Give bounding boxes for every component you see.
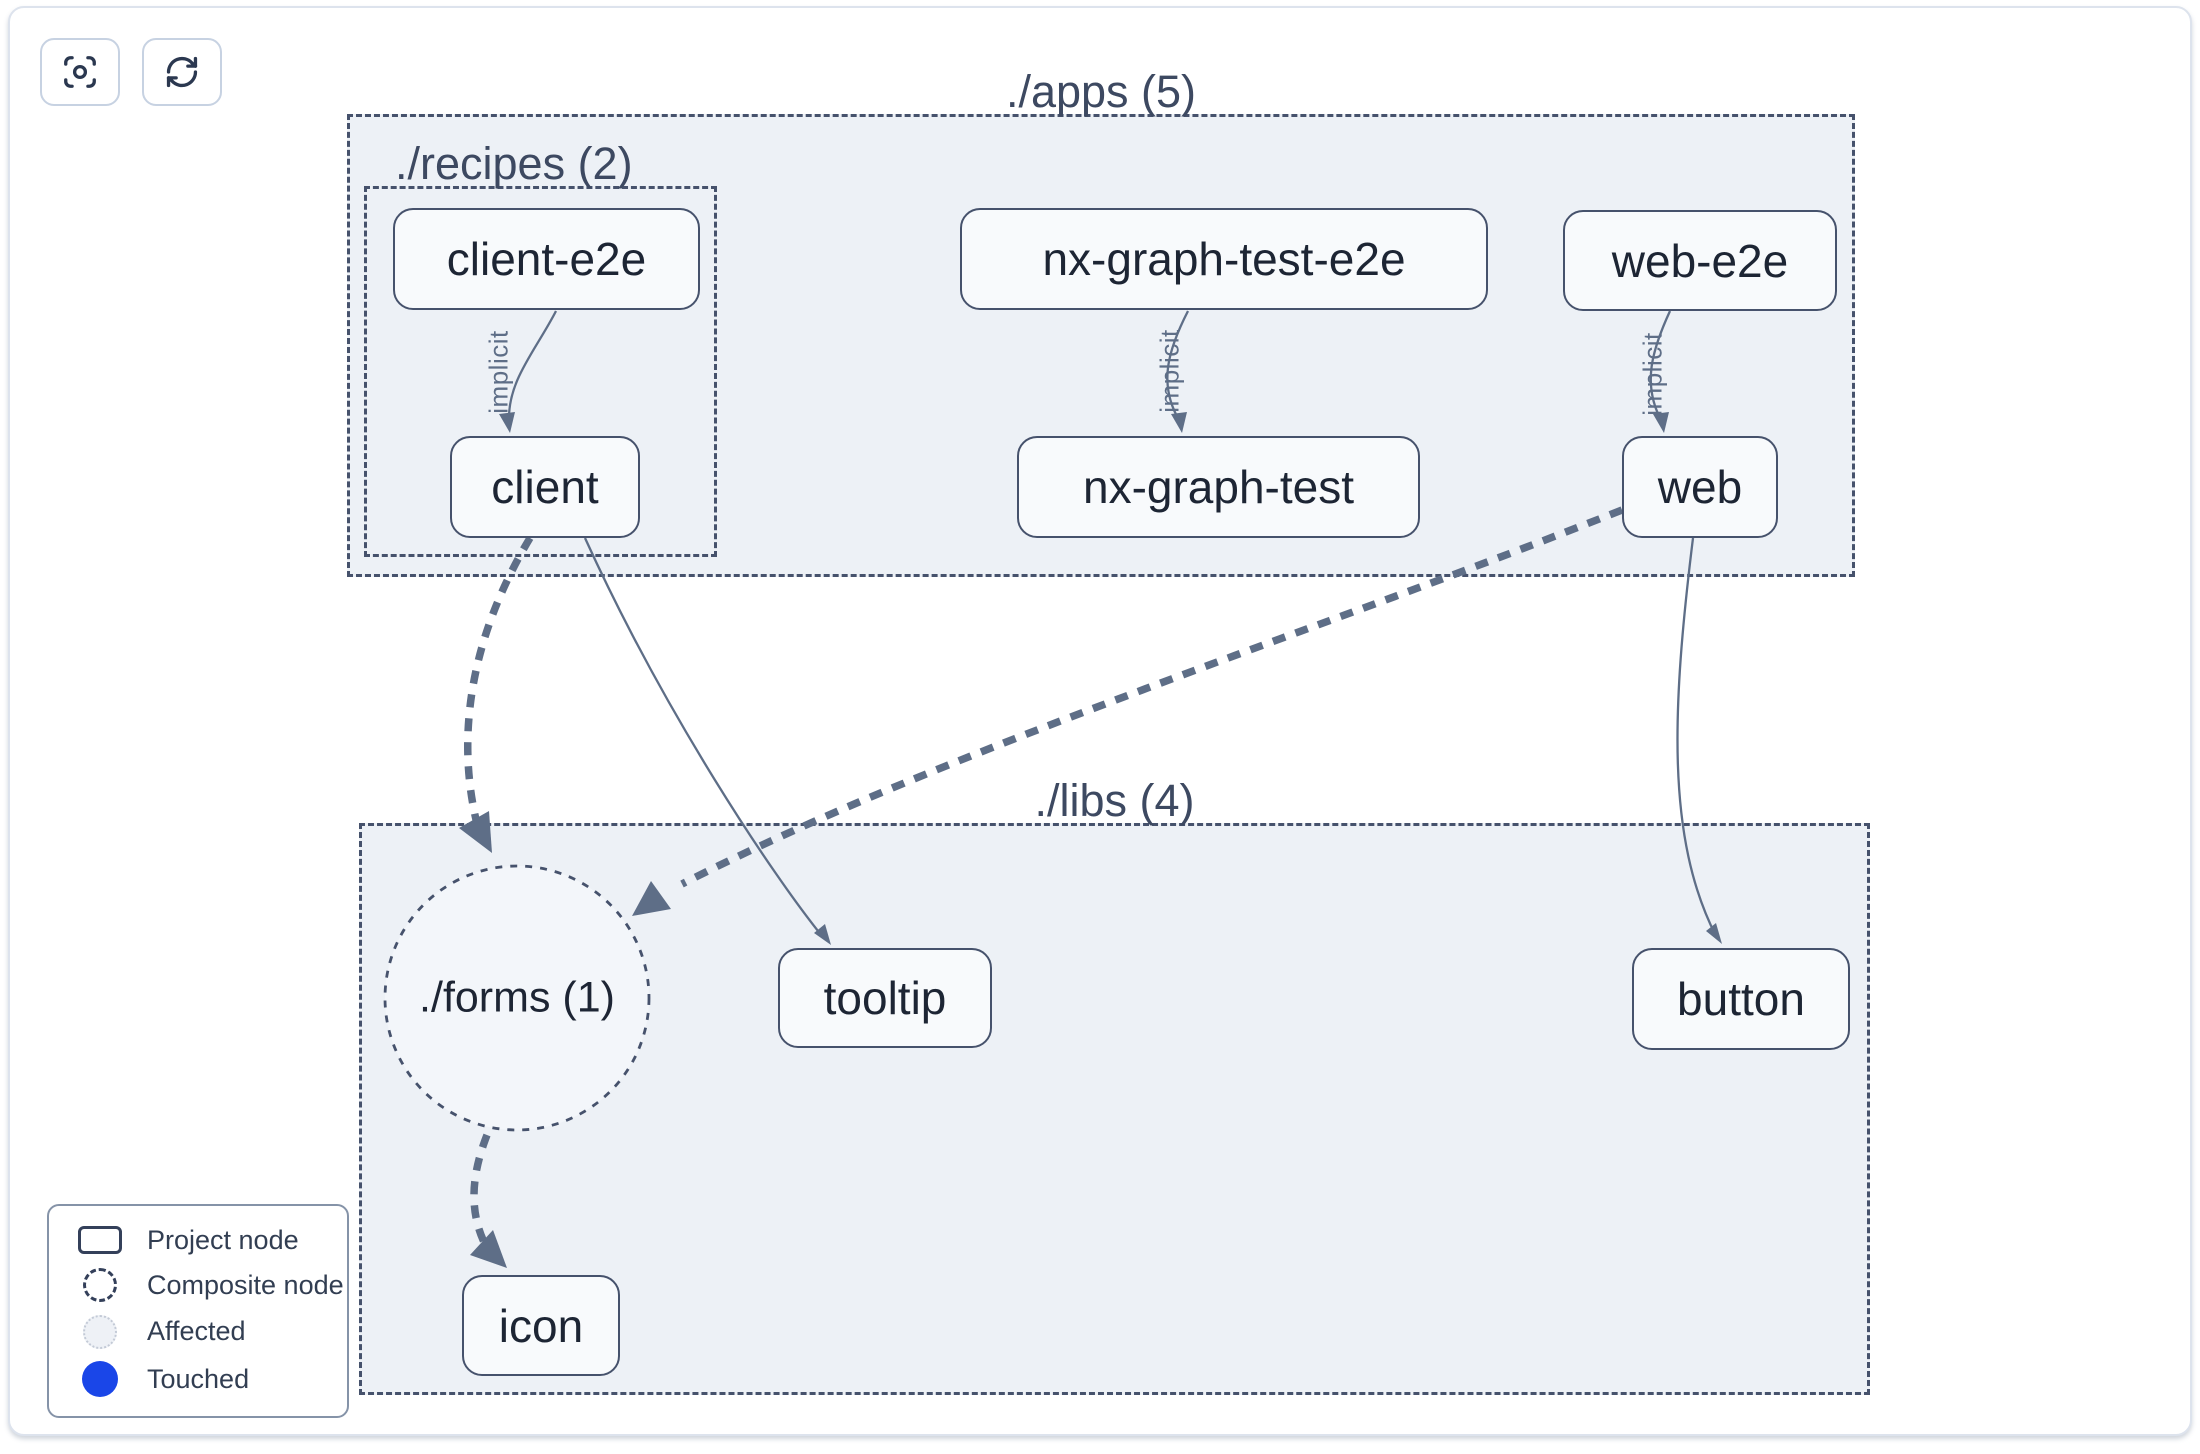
edge-client-forms [464,536,534,829]
node-nx-graph-test-e2e[interactable]: nx-graph-test-e2e [960,208,1488,310]
node-web[interactable]: web [1622,436,1778,538]
composite-node-swatch [83,1268,117,1303]
node-button[interactable]: button [1632,948,1850,1050]
refresh-button[interactable] [142,38,222,106]
legend-item-project-node: Project node [49,1225,347,1256]
focus-icon [64,56,96,88]
legend-item-touched: Touched [49,1361,347,1398]
project-node-swatch [78,1226,122,1255]
node-web-e2e[interactable]: web-e2e [1563,210,1837,311]
legend-label: Affected [147,1316,246,1347]
cluster-recipes [364,186,717,557]
legend-label: Project node [147,1224,299,1255]
edge-label-implicit: implicit [483,330,514,414]
edge-label-implicit: implicit [1154,329,1185,413]
edge-label-implicit: implicit [1637,332,1668,416]
legend: Project node Composite node Affected Tou… [47,1204,349,1418]
refresh-icon [166,56,198,88]
legend-item-affected: Affected [49,1314,347,1349]
focus-button[interactable] [40,38,120,106]
legend-label: Touched [147,1363,250,1394]
composite-node-forms[interactable]: ./forms (1) [419,973,615,1022]
composite-node-forms-circle[interactable] [383,864,651,1132]
legend-item-composite-node: Composite node [49,1268,347,1303]
node-client-e2e[interactable]: client-e2e [393,208,700,310]
cluster-label-libs: ./libs (4) [1034,775,1195,826]
node-client[interactable]: client [450,436,640,538]
toolbar [40,38,222,106]
node-icon[interactable]: icon [462,1275,620,1376]
legend-label: Composite node [147,1269,344,1300]
touched-swatch [82,1361,118,1398]
cluster-label-apps: ./apps (5) [1005,66,1197,117]
node-nx-graph-test[interactable]: nx-graph-test [1017,436,1420,538]
affected-swatch [83,1314,117,1349]
node-tooltip[interactable]: tooltip [778,948,992,1048]
graph-canvas: ./apps (5) ./recipes (2) ./libs (4) impl… [8,6,2192,1436]
